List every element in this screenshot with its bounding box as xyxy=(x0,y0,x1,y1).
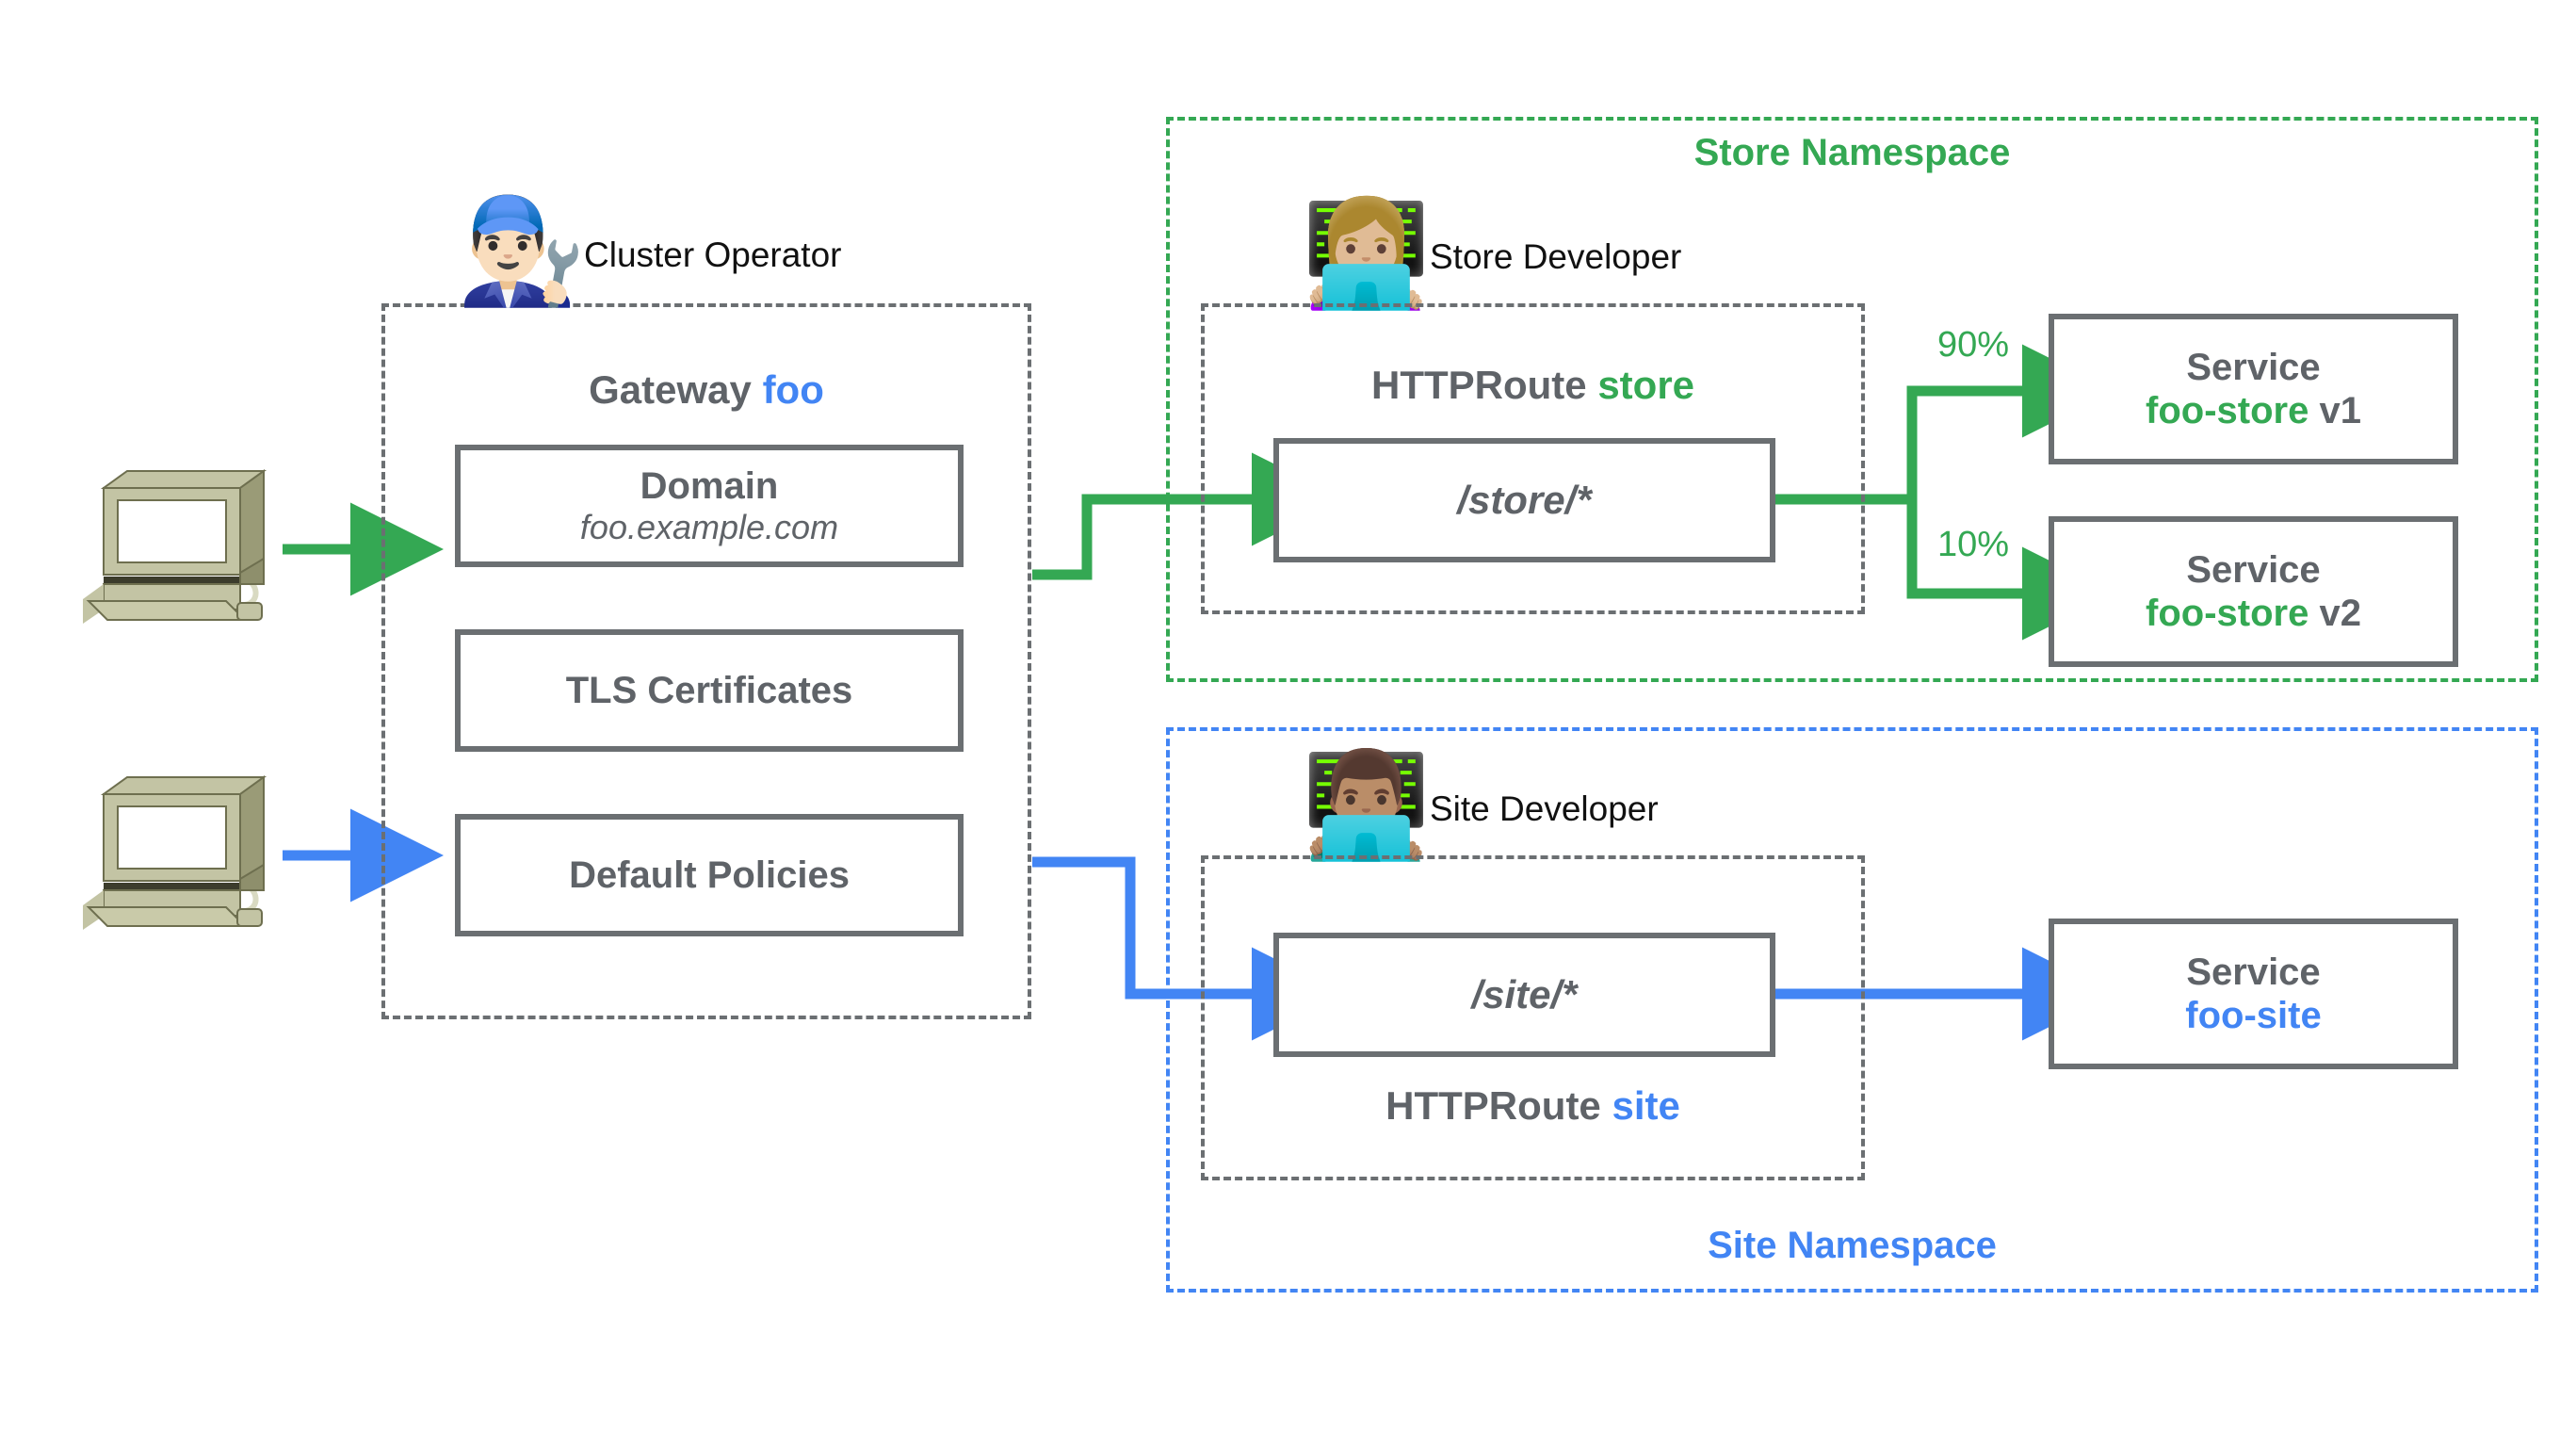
store-route-title-name: store xyxy=(1597,363,1695,407)
gateway-resource-title: TLS Certificates xyxy=(565,669,853,711)
service-name: foo-store xyxy=(2146,593,2309,634)
service-version: v1 xyxy=(2319,390,2361,431)
service-kind: Service xyxy=(2186,951,2321,993)
site-namespace-label: Site Namespace xyxy=(1708,1225,1997,1266)
gateway-title-prefix: Gateway xyxy=(589,367,752,412)
gateway-resource-domain[interactable]: Domain foo.example.com xyxy=(455,445,964,567)
client-computer-blue xyxy=(75,768,283,942)
gateway-title: Gateway foo xyxy=(381,367,1031,413)
gateway-title-name: foo xyxy=(762,367,824,412)
desktop-computer-icon xyxy=(83,469,267,624)
gateway-resource-subtitle: foo.example.com xyxy=(579,508,839,547)
service-version: v2 xyxy=(2319,593,2361,634)
service-name-line: foo-store v1 xyxy=(2146,389,2361,432)
site-route-match: /site/* xyxy=(1471,971,1578,1016)
store-developer-label: Store Developer xyxy=(1430,237,1682,276)
site-route-match-box[interactable]: /site/* xyxy=(1273,933,1775,1057)
service-name: foo-site xyxy=(2185,995,2322,1036)
man-technologist-emoji: 👨🏽‍💻 xyxy=(1302,747,1431,863)
service-name-line: foo-site xyxy=(2185,994,2321,1037)
cluster-gateway-container xyxy=(381,303,1031,1019)
site-route-title-name: site xyxy=(1612,1083,1680,1128)
man-mechanic-emoji: 👨🏻‍🔧 xyxy=(457,193,586,309)
store-backend-weight-v1: 90% xyxy=(1937,325,2010,365)
store-route-title-prefix: HTTPRoute xyxy=(1370,363,1587,407)
store-backend-weight-v2: 10% xyxy=(1937,525,2010,564)
client-computer-green xyxy=(75,462,283,636)
store-route-title: HTTPRoute store xyxy=(1201,363,1865,408)
service-name: foo-store xyxy=(2146,390,2309,431)
cluster-operator-label: Cluster Operator xyxy=(584,236,842,274)
site-developer-label: Site Developer xyxy=(1430,789,1659,828)
desktop-computer-icon xyxy=(83,775,267,930)
gateway-resource-default-policies[interactable]: Default Policies xyxy=(455,814,964,936)
service-kind: Service xyxy=(2186,346,2321,388)
store-service-v1[interactable]: Service foo-store v1 xyxy=(2049,314,2458,464)
store-route-match-box[interactable]: /store/* xyxy=(1273,438,1775,562)
gateway-resource-title: Default Policies xyxy=(569,854,850,896)
site-route-title-prefix: HTTPRoute xyxy=(1385,1083,1601,1128)
gateway-resource-title: Domain xyxy=(640,464,779,507)
site-service-foo-site[interactable]: Service foo-site xyxy=(2049,919,2458,1069)
site-namespace-container xyxy=(1166,727,2538,1293)
service-name-line: foo-store v2 xyxy=(2146,592,2361,635)
site-route-title: HTTPRoute site xyxy=(1201,1083,1865,1129)
store-route-match: /store/* xyxy=(1457,477,1592,522)
store-namespace-container xyxy=(1166,117,2538,682)
store-namespace-label: Store Namespace xyxy=(1693,132,2011,173)
woman-technologist-emoji: 👩🏼‍💻 xyxy=(1302,196,1431,312)
gateway-resource-tls-certificates[interactable]: TLS Certificates xyxy=(455,629,964,752)
store-service-v2[interactable]: Service foo-store v2 xyxy=(2049,516,2458,667)
store-httproute-container xyxy=(1201,303,1865,614)
site-httproute-container xyxy=(1201,855,1865,1180)
service-kind: Service xyxy=(2186,548,2321,591)
